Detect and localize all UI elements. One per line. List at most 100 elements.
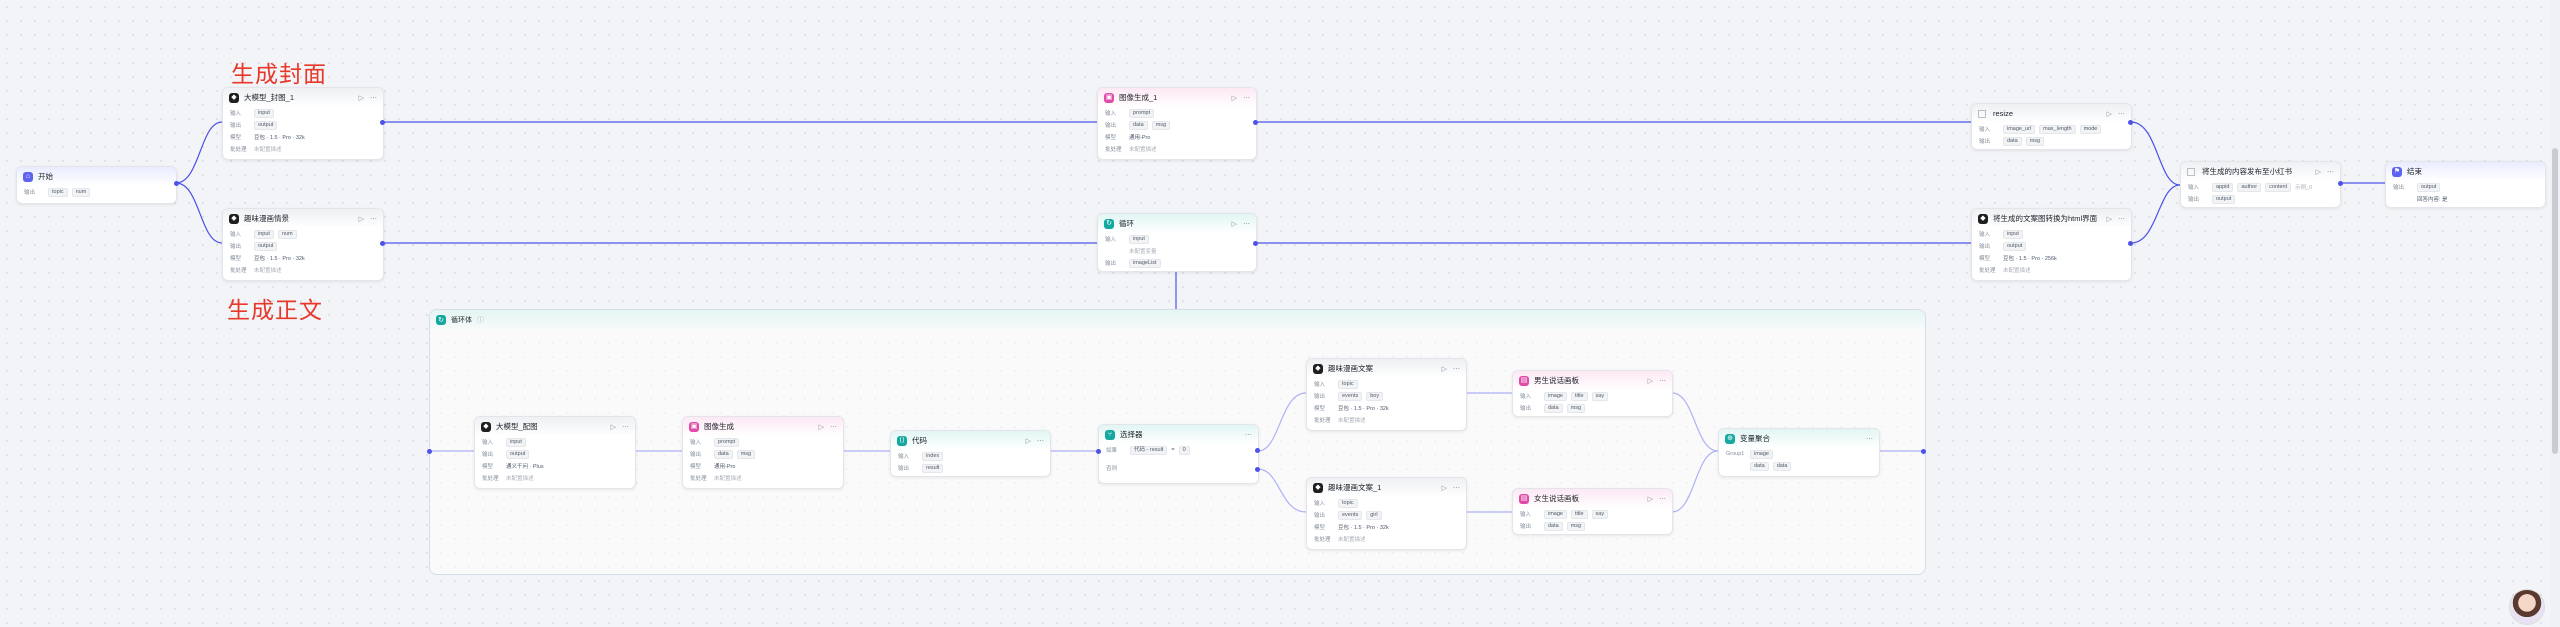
output-label: 输出 (230, 123, 242, 129)
node-header: ↻ 循环 ▷⋯ (1098, 214, 1256, 233)
output-port[interactable] (174, 181, 179, 186)
output-label: 输出 (1520, 406, 1532, 412)
input-port[interactable] (1096, 449, 1101, 454)
node-header: ◆ 趣味漫画情景 ▷⋯ (223, 209, 383, 228)
input-var: prompt (1129, 108, 1155, 118)
node-title: 趣味漫画文案 (1328, 364, 1373, 373)
run-icon[interactable]: ▷ (358, 215, 364, 223)
output-var: output (2212, 194, 2236, 204)
more-icon[interactable]: ⋯ (370, 94, 377, 102)
output-port[interactable] (2128, 241, 2133, 246)
more-icon[interactable]: ⋯ (1037, 437, 1044, 445)
more-icon[interactable]: ⋯ (1659, 377, 1666, 385)
input-var: input (254, 229, 274, 239)
more-icon[interactable]: ⋯ (1453, 365, 1460, 373)
more-icon[interactable]: ⋯ (1243, 94, 1250, 102)
else-label: 否则 (1106, 466, 1118, 472)
run-icon[interactable]: ▷ (358, 94, 364, 102)
more-icon[interactable]: ⋯ (830, 423, 837, 431)
output-port[interactable] (1253, 120, 1258, 125)
node-selector[interactable]: ⑂ 选择器 ⋯ 如果代码 - result=0 否则 (1098, 424, 1259, 484)
input-var: input (1129, 234, 1149, 244)
node-start[interactable]: ⌂ 开始 输出 topic num (16, 166, 177, 204)
branch-else-port[interactable] (1255, 467, 1260, 472)
run-icon[interactable]: ▷ (1231, 94, 1237, 102)
output-port[interactable] (2338, 181, 2343, 186)
more-icon[interactable]: ⋯ (1659, 495, 1666, 503)
input-var: input (506, 437, 526, 447)
run-icon[interactable]: ▷ (2106, 110, 2112, 118)
output-var: msg (736, 449, 756, 459)
run-icon[interactable]: ▷ (1231, 220, 1237, 228)
node-title: 趣味漫画情景 (244, 214, 289, 223)
input-label: 输入 (690, 440, 702, 446)
more-icon[interactable]: ⋯ (1453, 484, 1460, 492)
output-port[interactable] (380, 241, 385, 246)
more-icon[interactable]: ⋯ (2118, 215, 2125, 223)
model-icon: ◆ (229, 92, 239, 103)
run-icon[interactable]: ▷ (1647, 377, 1653, 385)
run-icon[interactable]: ▷ (818, 423, 824, 431)
input-label: 输入 (1314, 501, 1326, 507)
input-var: image (1544, 509, 1567, 519)
run-icon[interactable]: ▷ (2106, 215, 2112, 223)
loop-body-container[interactable]: ↻ 循环体 ⓘ (429, 309, 1926, 575)
info-icon: ⓘ (477, 317, 484, 324)
more-icon[interactable]: ⋯ (1245, 431, 1252, 439)
run-icon[interactable]: ▷ (610, 423, 616, 431)
condition-op: = (1171, 447, 1175, 453)
model-name: 豆包 · 1.5 · Pro · 32k (1338, 406, 1389, 412)
vertical-scrollbar[interactable] (2550, 0, 2560, 627)
home-icon: ⌂ (23, 171, 33, 182)
output-label: 输出 (898, 466, 910, 472)
more-icon[interactable]: ⋯ (622, 423, 629, 431)
node-header: ▤ 女生说话画板 ▷⋯ (1513, 489, 1672, 508)
more-icon[interactable]: ⋯ (2327, 168, 2334, 176)
more-icon[interactable]: ⋯ (1866, 435, 1873, 443)
model-icon: ◆ (1313, 482, 1323, 493)
loop-out-port[interactable] (1921, 449, 1926, 454)
node-title: 变量聚合 (1740, 434, 1770, 443)
output-port[interactable] (1253, 241, 1258, 246)
output-port[interactable] (380, 120, 385, 125)
batch-label: 批处理 (1314, 537, 1331, 543)
model-name: 豆包 · 1.5 · Pro · 32k (254, 135, 305, 141)
group-var: image (1750, 449, 1773, 459)
scrollbar-thumb[interactable] (2552, 148, 2558, 454)
more-icon[interactable]: ⋯ (2118, 110, 2125, 118)
assistant-avatar[interactable] (2509, 589, 2545, 625)
run-icon[interactable]: ▷ (2315, 168, 2321, 176)
batch-label: 批处理 (1105, 147, 1122, 153)
output-port[interactable] (2128, 120, 2133, 125)
loop-in-port[interactable] (427, 449, 432, 454)
more-icon[interactable]: ⋯ (370, 215, 377, 223)
run-icon[interactable]: ▷ (1441, 484, 1447, 492)
more-icon[interactable]: ⋯ (1243, 220, 1250, 228)
input-label: 输入 (230, 232, 242, 238)
input-var: 示例_0 (2295, 185, 2313, 191)
node-title: 大模型_配图 (496, 422, 538, 431)
run-icon[interactable]: ▷ (1441, 365, 1447, 373)
run-icon[interactable]: ▷ (1025, 437, 1031, 445)
branch-if-port[interactable] (1255, 448, 1260, 453)
plugin-logo-icon (1978, 109, 1986, 118)
run-icon[interactable]: ▷ (1647, 495, 1653, 503)
model-name: 豆包 · 1.5 · Pro · 32k (254, 256, 305, 262)
